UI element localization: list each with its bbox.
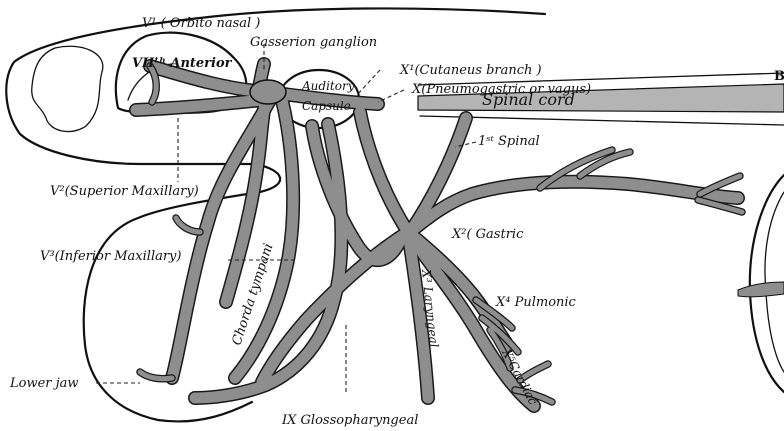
leader-line-3 <box>378 90 404 102</box>
nerve-branches <box>136 64 742 406</box>
label-glossopharyngeal: IX Glossopharyngeal <box>281 413 418 428</box>
label-gasserian-ganglion: Gasserion ganglion <box>250 35 377 50</box>
leader-line-2 <box>356 70 380 96</box>
label-pulmonic: X⁴ Pulmonic <box>495 295 577 310</box>
label-spinal-cord: Spinal cord <box>482 90 575 109</box>
label-superior-maxillary: V²(Superior Maxillary) <box>50 184 199 199</box>
label-orbito-nasal: V¹ ( Orbito nasal ) <box>142 16 260 31</box>
label-inferior-maxillary: V³(Inferior Maxillary) <box>40 249 181 264</box>
label-cutaneous-branch: X¹(Cutaneus branch ) <box>399 63 542 78</box>
right-branch <box>738 282 784 297</box>
label-lower-jaw: Lower jaw <box>9 376 79 391</box>
inner-cavity-outline <box>32 46 103 131</box>
label-anterior: VIIᵗʰ Anterior <box>132 56 233 71</box>
gasserian-ganglion <box>250 80 286 104</box>
label-corner-b: B <box>774 69 784 84</box>
notochord-line <box>420 116 784 125</box>
nerve-fill-11 <box>410 182 738 232</box>
label-gastric: X²( Gastric <box>451 227 524 242</box>
label-first-spinal: 1ˢᵗ Spinal <box>478 134 540 149</box>
label-auditory: Auditory <box>301 79 355 93</box>
label-capsule: Capsule <box>302 99 351 113</box>
